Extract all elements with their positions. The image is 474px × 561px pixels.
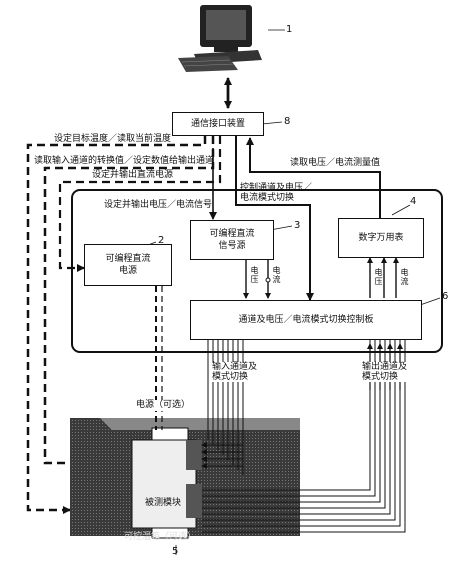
label-number-5: 5 bbox=[172, 546, 179, 557]
label-number-8: 8 bbox=[284, 116, 291, 127]
prog-power-label: 可编程直流 电源 bbox=[105, 254, 151, 276]
set-signal-label: 设定并输出电压／电流信号 bbox=[104, 200, 213, 210]
prog-power-box bbox=[84, 244, 172, 286]
label-number-1: 1 bbox=[286, 24, 293, 35]
label-number-3: 3 bbox=[294, 220, 301, 231]
set-power-label: 设定并输出直流电源 bbox=[92, 170, 174, 180]
prog-signal-box bbox=[190, 220, 274, 260]
dashed-control-lines bbox=[26, 136, 222, 514]
system-border bbox=[71, 189, 443, 353]
control-lines bbox=[209, 136, 381, 301]
meter-arrows bbox=[367, 257, 399, 298]
power-optional-label: 电源（可选） bbox=[136, 400, 191, 411]
set-temp-label: 设定目标温度／读取当前温度 bbox=[54, 134, 172, 144]
ctrl-channel-label: 控制通道及电压／ 电流模式切换 bbox=[240, 183, 313, 203]
label-number-2: 2 bbox=[158, 235, 165, 246]
input-switch-label: 输入通道及 模式切换 bbox=[212, 362, 258, 382]
signal-arrows bbox=[243, 260, 271, 299]
signal-current-label: 电流 bbox=[272, 266, 281, 284]
switch-board-label: 通道及电压／电流模式切换控制板 bbox=[238, 315, 374, 325]
computer-icon bbox=[178, 5, 285, 72]
read-meas-label: 读取电压／电流测量值 bbox=[290, 158, 381, 168]
switch-board-box bbox=[190, 300, 422, 340]
comm-interface-label: 通信接口装置 bbox=[190, 119, 245, 129]
multimeter-label: 数字万用表 bbox=[358, 233, 404, 243]
read-input-label: 读取输入通道的转换值／设定数值给输出通道 bbox=[34, 156, 215, 166]
comm-interface-box bbox=[172, 112, 264, 136]
multimeter-box bbox=[338, 218, 424, 258]
input-channel-arrows bbox=[201, 442, 243, 469]
dut-module-label: 被测模块 bbox=[145, 498, 182, 509]
meter-current-label: 电流 bbox=[400, 268, 409, 286]
prog-signal-label: 可编程直流 信号源 bbox=[209, 229, 255, 251]
temperature-chamber bbox=[70, 418, 300, 555]
label-number-4: 4 bbox=[410, 196, 417, 207]
output-switch-label: 输出通道及 模式切换 bbox=[362, 362, 408, 382]
signal-voltage-label: 电压 bbox=[250, 266, 259, 284]
env-chamber-label: 可控温箱（可选） bbox=[124, 532, 197, 542]
label-number-6: 6 bbox=[442, 291, 449, 302]
meter-voltage-label: 电压 bbox=[374, 268, 383, 286]
leader-lines bbox=[139, 121, 441, 306]
